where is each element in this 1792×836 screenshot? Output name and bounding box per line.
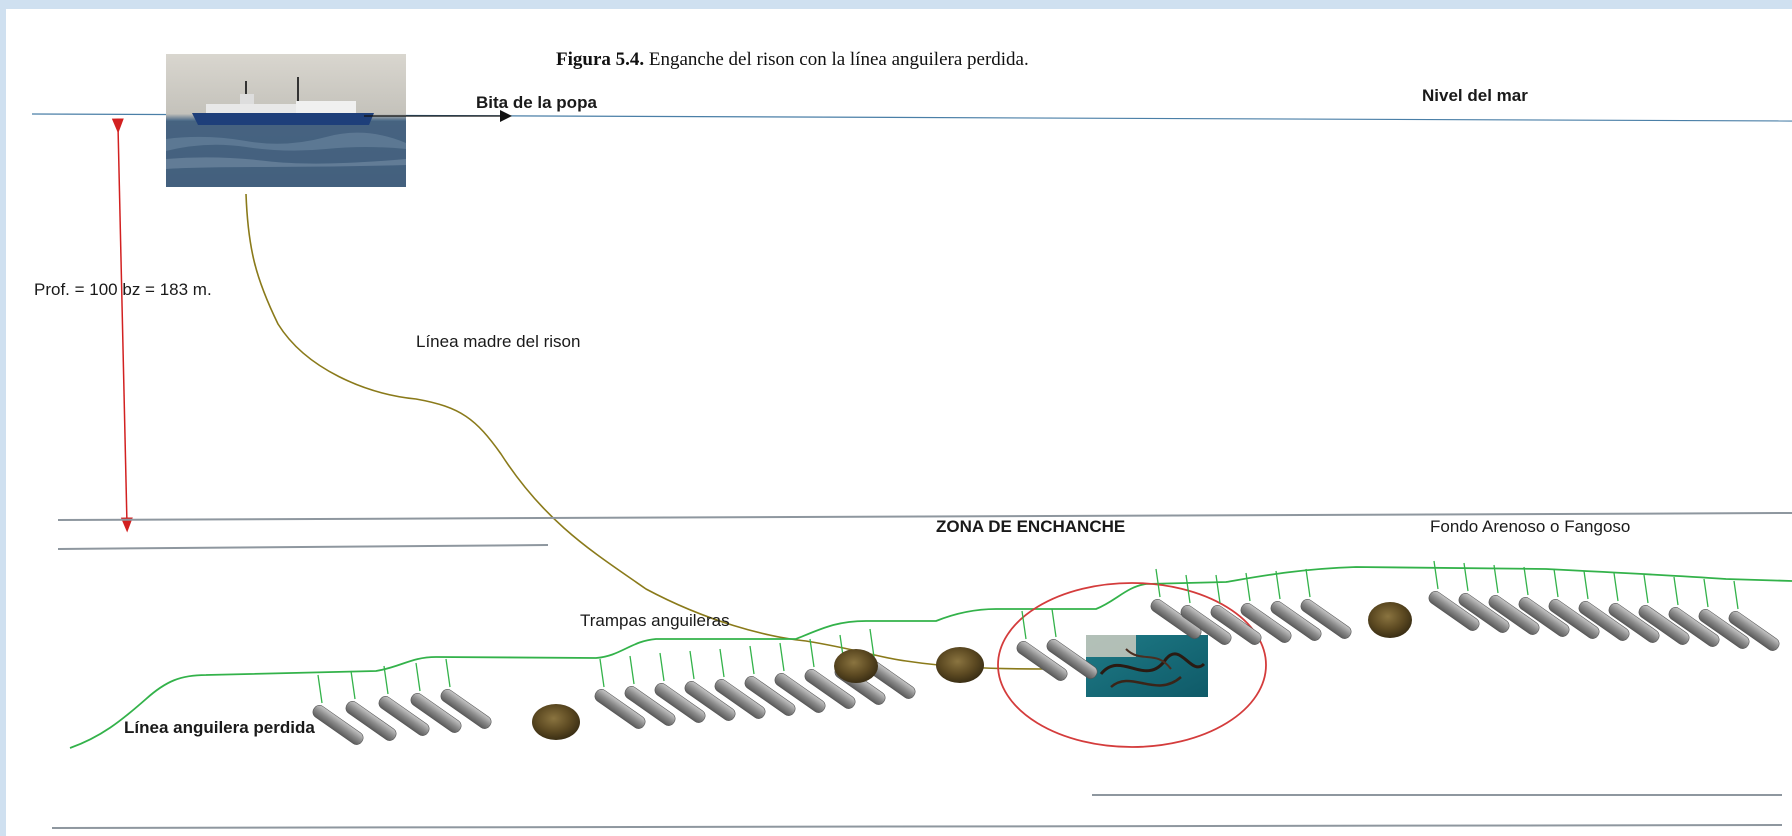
- trap-dropper: [1433, 560, 1439, 590]
- eel-trap: [1578, 601, 1630, 641]
- seabed-line-left: [57, 544, 549, 550]
- eel-trap: [1668, 607, 1720, 647]
- trap-dropper: [1215, 574, 1221, 604]
- eel-trap: [1458, 593, 1510, 633]
- sea-level-label: Nivel del mar: [1422, 86, 1528, 105]
- mother-line-label: Línea madre del rison: [416, 332, 580, 351]
- traps-label: Trampas anguileras: [580, 611, 730, 630]
- trap-dropper: [1155, 568, 1161, 598]
- eel-trap: [684, 681, 736, 721]
- trap-dropper: [1673, 576, 1679, 606]
- zone-label: ZONA DE ENCHANCHE: [936, 517, 1125, 536]
- eel-trap: [1180, 605, 1232, 645]
- trap-dropper: [1613, 572, 1619, 602]
- seabed-line-top: [57, 512, 1792, 521]
- eel-trap: [1548, 599, 1600, 639]
- eel-trap: [624, 686, 676, 726]
- figure-caption: Figura 5.4. Enganche del rison con la lí…: [556, 49, 1029, 70]
- eel-traps: [312, 560, 1780, 745]
- eel-trap: [1518, 597, 1570, 637]
- eel-trap: [410, 693, 462, 733]
- seabed-line-bottom: [51, 824, 1783, 829]
- trap-dropper: [1733, 580, 1739, 610]
- eel-trap: [594, 689, 646, 729]
- trap-dropper: [719, 648, 725, 678]
- eel-trap: [1016, 641, 1068, 681]
- eel-trap: [1428, 591, 1480, 631]
- trap-dropper: [689, 650, 695, 680]
- eel-trap: [1488, 595, 1540, 635]
- trap-dropper: [629, 655, 635, 685]
- trap-dropper: [1493, 564, 1499, 594]
- trap-dropper: [809, 638, 815, 668]
- trap-dropper: [383, 665, 389, 695]
- eel-trap: [774, 673, 826, 713]
- trap-dropper: [749, 645, 755, 675]
- seabed-rock: [1368, 602, 1412, 638]
- eel-trap: [744, 676, 796, 716]
- eel-trap: [312, 705, 364, 745]
- eel-trap: [1240, 603, 1292, 643]
- trap-dropper: [350, 670, 356, 700]
- eel-trap: [654, 683, 706, 723]
- seabed-rock: [936, 647, 984, 683]
- eel-trap: [1210, 605, 1262, 645]
- trap-dropper: [1305, 568, 1311, 598]
- trap-dropper: [1245, 572, 1251, 602]
- ship-photo: [166, 54, 406, 187]
- mother-line: [245, 193, 1047, 670]
- eel-trap: [1270, 601, 1322, 641]
- eel-trap: [1150, 599, 1202, 639]
- trap-dropper: [1051, 608, 1057, 638]
- lost-line-label: Línea anguilera perdida: [124, 718, 315, 737]
- trap-dropper: [1583, 570, 1589, 600]
- bita-arrow-head: [500, 110, 512, 122]
- eel-trap: [345, 701, 397, 741]
- eel-trap: [1698, 609, 1750, 649]
- eel-trap: [1300, 599, 1352, 639]
- trap-dropper: [869, 628, 875, 658]
- eel-catch-photo: [1086, 635, 1208, 697]
- trap-dropper: [1021, 610, 1027, 640]
- trap-dropper: [1463, 562, 1469, 592]
- trap-dropper: [317, 674, 323, 704]
- eel-trap: [1638, 605, 1690, 645]
- trap-dropper: [1523, 566, 1529, 596]
- eel-trap: [378, 696, 430, 736]
- seabed-rock: [834, 649, 878, 683]
- eel-trap: [804, 669, 856, 709]
- eel-trap: [1046, 639, 1098, 679]
- lost-eel-line: [69, 566, 1792, 749]
- seabed-rocks: [532, 602, 1412, 740]
- seabed-rock: [532, 704, 580, 740]
- hook-zone-circle: [997, 582, 1267, 748]
- trap-dropper: [445, 658, 451, 688]
- trap-dropper: [599, 658, 605, 688]
- eel-trap: [1728, 611, 1780, 651]
- trap-dropper: [1185, 574, 1191, 604]
- bottom-type-label: Fondo Arenoso o Fangoso: [1430, 517, 1630, 536]
- trap-dropper: [1643, 574, 1649, 604]
- trap-dropper: [1553, 568, 1559, 598]
- eel-trap: [714, 679, 766, 719]
- bita-label: Bita de la popa: [476, 93, 597, 112]
- trap-dropper: [415, 662, 421, 692]
- trap-dropper: [779, 642, 785, 672]
- depth-label: Prof. = 100 bz = 183 m.: [34, 280, 212, 299]
- trap-dropper: [659, 652, 665, 682]
- trap-dropper: [1275, 570, 1281, 600]
- figure-frame: Figura 5.4. Enganche del rison con la lí…: [6, 9, 1792, 836]
- eel-trap: [1608, 603, 1660, 643]
- trap-dropper: [1703, 578, 1709, 608]
- diagram-canvas: Figura 5.4. Enganche del rison con la lí…: [31, 49, 1792, 829]
- eel-trap: [440, 689, 492, 729]
- depth-arrow: [111, 118, 133, 533]
